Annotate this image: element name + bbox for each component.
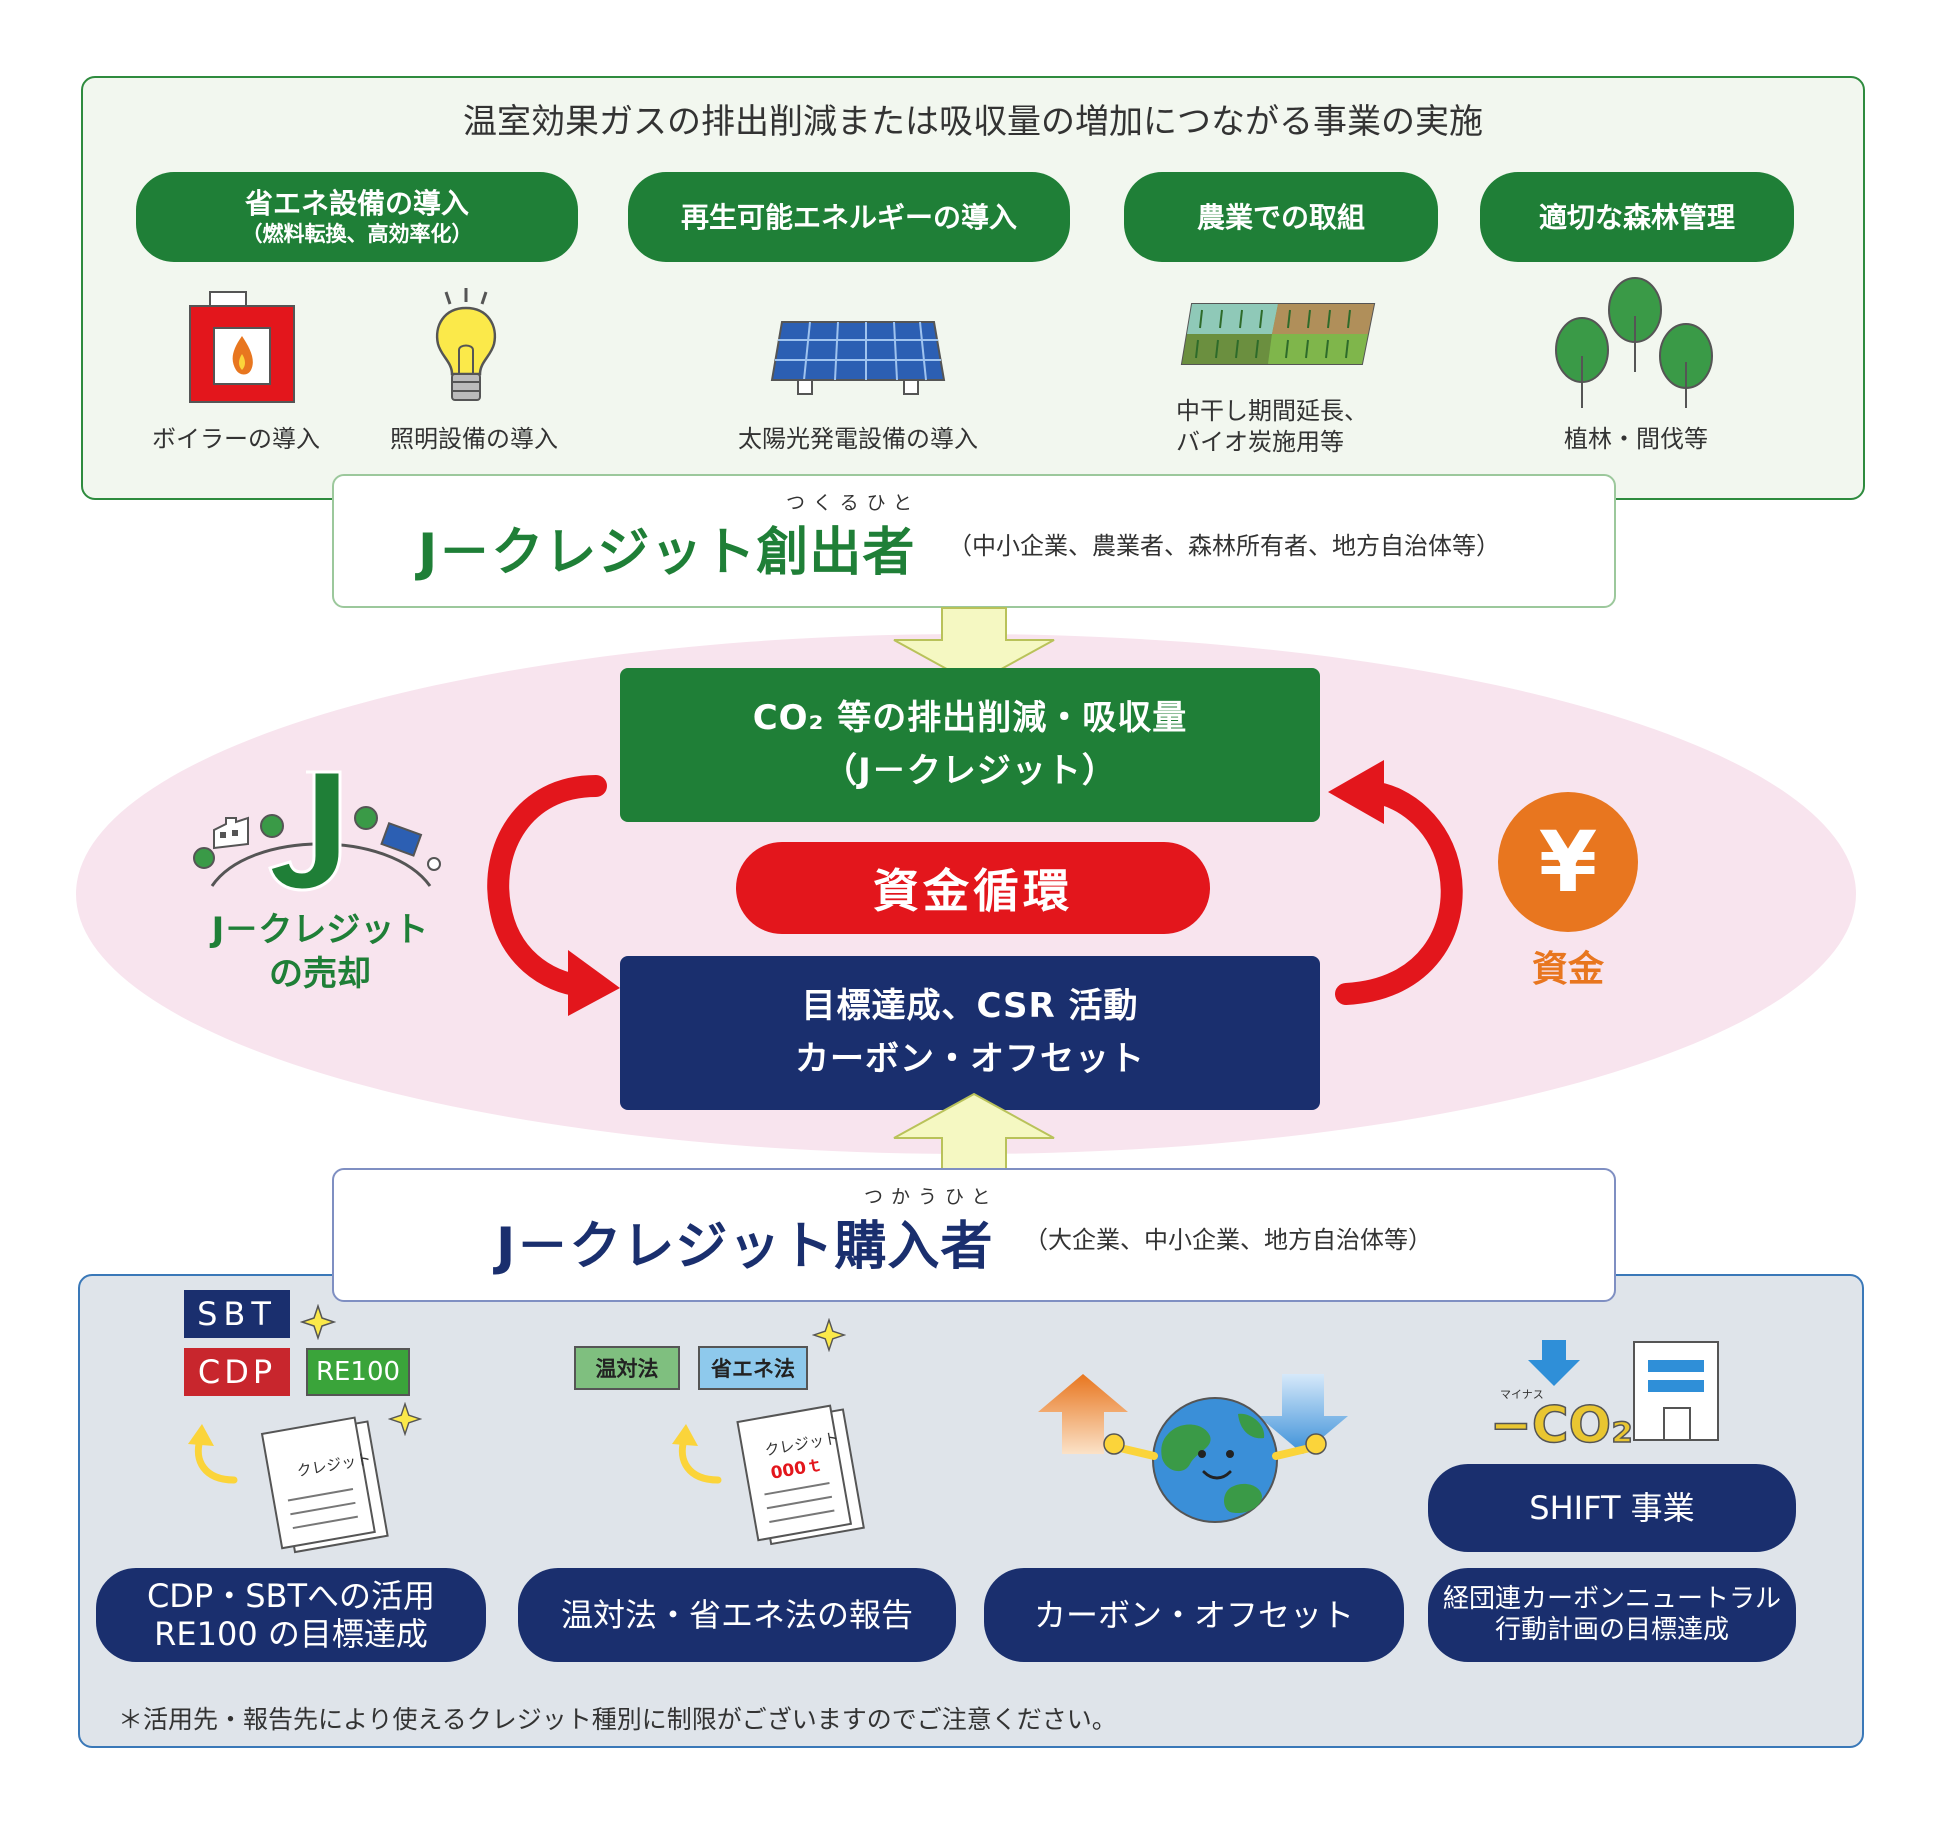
category-renewable: 再生可能エネルギーの導入 <box>628 172 1070 262</box>
sbt-badge: SBT <box>184 1290 290 1338</box>
credit-report-document-icon: クレジット 000ｔ <box>736 1404 865 1546</box>
yen-icon: ¥ <box>1498 792 1638 932</box>
caption-agriculture-line1: 中干し期間延長、 <box>1176 397 1368 425</box>
buyer-ruby: つかうひと <box>864 1186 999 1208</box>
arrow-up-icon <box>893 1092 1055 1175</box>
credit-sale-line2: の売却 <box>269 954 371 995</box>
light-bulb-icon <box>435 288 497 401</box>
use-keidanren: 経団連カーボンニュートラル 行動計画の目標達成 <box>1428 1568 1796 1662</box>
curved-arrow-icon <box>672 1424 722 1484</box>
credit-sale-label: J－クレジット の売却 <box>160 908 480 996</box>
buyer-box <box>332 1168 1616 1302</box>
use-line1: 経団連カーボンニュートラル <box>1442 1583 1781 1614</box>
use-law-reports: 温対法・省エネ法の報告 <box>518 1568 956 1662</box>
credit-box: CO₂ 等の排出削減・吸収量 （J－クレジット） <box>620 668 1320 822</box>
usage-box: 目標達成、CSR 活動 カーボン・オフセット <box>620 956 1320 1110</box>
credit-line2: （J－クレジット） <box>823 751 1117 791</box>
category-energy-saving: 省エネ設備の導入 （燃料転換、高効率化） <box>136 172 578 262</box>
minus-small-label: マイナス <box>1500 1388 1544 1401</box>
top-heading: 温室効果ガスの排出削減または吸収量の増加につながる事業の実施 <box>463 101 1483 142</box>
caption-agriculture: 中干し期間延長、 バイオ炭施用等 <box>1176 396 1416 458</box>
credit-line1: CO₂ 等の排出削減・吸収量 <box>752 698 1188 739</box>
caption-forest: 植林・間伐等 <box>1564 425 1708 453</box>
re100-badge: RE100 <box>306 1348 410 1396</box>
use-line1: カーボン・オフセット <box>1033 1595 1354 1634</box>
category-label: 再生可能エネルギーの導入 <box>680 200 1017 234</box>
category-forest: 適切な森林管理 <box>1480 172 1794 262</box>
sparkle-icon <box>388 1402 422 1436</box>
usage-line1: 目標達成、CSR 活動 <box>801 986 1139 1027</box>
use-line1: 温対法・省エネ法の報告 <box>560 1595 913 1634</box>
emission-up-arrow-icon <box>1038 1374 1128 1454</box>
sparkle-icon <box>300 1304 336 1340</box>
buyer-title: J－クレジット購入者 <box>496 1217 994 1277</box>
footnote: ＊活用先・報告先により使えるクレジット種別に制限がございますのでご注意ください。 <box>118 1705 1117 1734</box>
arrow-down-icon <box>893 607 1055 686</box>
sparkle-icon <box>812 1318 846 1352</box>
use-carbon-offset: カーボン・オフセット <box>984 1568 1404 1662</box>
curved-arrow-icon <box>188 1424 238 1484</box>
trees-icon <box>1555 277 1713 408</box>
earth-character-icon <box>1103 1397 1327 1523</box>
usage-line2: カーボン・オフセット <box>795 1039 1145 1079</box>
category-label: 適切な森林管理 <box>1538 200 1735 234</box>
boiler-icon <box>189 291 295 403</box>
category-agriculture: 農業での取組 <box>1124 172 1438 262</box>
top-panel <box>81 76 1865 500</box>
use-cdp-sbt: CDP・SBTへの活用 RE100 の目標達成 <box>96 1568 486 1662</box>
use-line2: RE100 の目標達成 <box>154 1615 428 1653</box>
creator-ruby: つくるひと <box>786 492 921 514</box>
rice-field-icon <box>1180 303 1376 365</box>
solar-panel-icon <box>770 321 946 395</box>
cdp-badge: CDP <box>184 1348 290 1396</box>
caption-lighting: 照明設備の導入 <box>390 425 558 453</box>
use-line1: CDP・SBTへの活用 <box>146 1576 436 1615</box>
creator-box <box>332 474 1616 608</box>
cycle-arrow-left-icon <box>487 775 620 1016</box>
use-line2: 行動計画の目標達成 <box>1494 1615 1729 1645</box>
building-icon <box>1633 1341 1719 1441</box>
fund-cycle-label: 資金循環 <box>736 842 1210 934</box>
caption-solar: 太陽光発電設備の導入 <box>738 425 978 453</box>
creator-title: J－クレジット創出者 <box>418 523 916 583</box>
caption-agriculture-line2: バイオ炭施用等 <box>1176 428 1344 457</box>
credit-sale-line1: J－クレジット <box>211 910 429 950</box>
shift-business-label: SHIFT 事業 <box>1428 1464 1796 1552</box>
minus-co2-label: −CO₂ <box>1489 1395 1634 1455</box>
reduction-down-arrow-icon <box>1528 1340 1580 1386</box>
shoeneho-badge: 省エネ法 <box>698 1346 808 1390</box>
ontaiho-badge: 温対法 <box>574 1346 680 1390</box>
caption-boiler: ボイラーの導入 <box>152 425 320 453</box>
category-label: 省エネ設備の導入 <box>244 187 469 221</box>
j-credit-logo-icon <box>193 770 441 892</box>
credit-document-icon: クレジット <box>260 1416 389 1554</box>
category-sub: （燃料転換、高効率化） <box>241 222 473 247</box>
creator-note: （中小企業、農業者、森林所有者、地方自治体等） <box>948 532 1500 560</box>
emission-down-arrow-icon <box>1258 1374 1348 1454</box>
category-label: 農業での取組 <box>1196 200 1365 234</box>
cycle-arrow-right-icon <box>1328 760 1463 1005</box>
buyer-note: （大企業、中小企業、地方自治体等） <box>1024 1226 1432 1254</box>
funds-label: 資金 <box>1531 949 1604 990</box>
